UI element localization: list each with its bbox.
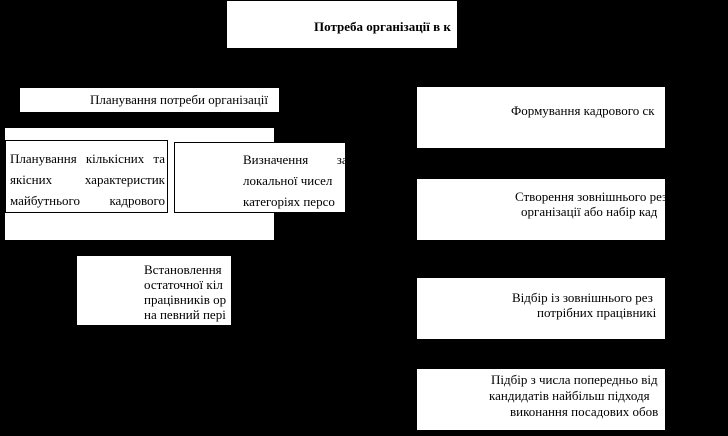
reserve-box: Створення зовнішнього резер організації … [416, 178, 666, 241]
title-box: Потреба організації в к [226, 0, 458, 49]
remain-line-4: на певний пері [144, 307, 226, 322]
selection-line-2: потрібних працівникі [537, 305, 657, 320]
formation-text: Формування кадрового ск [511, 103, 655, 118]
remain-line-2: остаточної кіл [144, 277, 223, 292]
choice-line-3: виконання посадових обов [510, 404, 659, 419]
final-count-box: Встановлення остаточної кіл працівників … [76, 255, 232, 326]
formation-box: Формування кадрового ск [416, 86, 666, 149]
qual-line-1: Планування кількісних та [10, 151, 165, 166]
remain-line-3: працівників ор [144, 292, 227, 307]
qualitative-planning-box: Планування кількісних та якісних характе… [5, 140, 168, 213]
numeric-definition-box: Визначення заг локальної чисел категорія… [174, 142, 346, 213]
num-line-2: локальної чисел [243, 173, 333, 188]
qual-line-3: майбутнього кадрового [10, 193, 165, 208]
planning-box: Планування потреби організації [19, 87, 280, 113]
title-text: Потреба організації в к [314, 19, 451, 34]
choice-line-2: кандидатів найбільш підходя [489, 388, 650, 403]
choice-box: Підбір з числа попередньо від кандидатів… [416, 368, 666, 431]
choice-line-1: Підбір з числа попередньо від [491, 372, 658, 387]
reserve-line-2: організації або набір кад [521, 204, 658, 219]
selection-box: Відбір із зовнішнього рез потрібних прац… [416, 277, 666, 340]
selection-line-1: Відбір із зовнішнього рез [512, 290, 653, 305]
remain-line-1: Встановлення [144, 262, 222, 277]
reserve-line-1: Створення зовнішнього резер [515, 189, 666, 204]
num-line-3: категоріях персо [243, 194, 335, 209]
num-line-1: Визначення заг [243, 152, 345, 167]
qual-line-2: якісних характеристик [10, 172, 165, 187]
planning-text: Планування потреби організації [90, 92, 268, 107]
